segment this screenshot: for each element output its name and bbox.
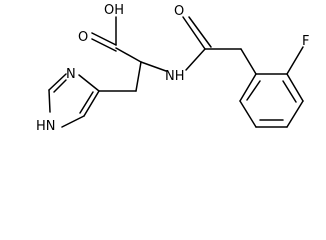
bond-ph-c2-c3-inner [282, 80, 297, 103]
bond-amide-c-o-a [182, 16, 206, 50]
structure-diagram: OH O O NH N HN F [36, 3, 309, 134]
bond-acid-c-alpha [115, 47, 142, 63]
label-ring-nh: HN [36, 119, 56, 134]
bond-imid-c2-n1 [48, 89, 51, 113]
bonds [48, 16, 304, 128]
atom-labels: OH O O NH N HN F [36, 3, 309, 134]
label-fluorine: F [302, 34, 309, 49]
bond-imid-n3-c2-double [53, 79, 67, 93]
bond-alpha-nh [140, 61, 167, 72]
bond-ph-c6-c1-inner [246, 80, 261, 101]
bond-ph-f [286, 46, 304, 75]
label-amide-nh: NH [165, 69, 185, 84]
bond-imid-n1-c5 [61, 115, 85, 128]
label-amide-o: O [174, 4, 184, 19]
label-acid-carbonyl-o: O [78, 30, 88, 45]
bond-imid-c4-c5 [83, 90, 100, 117]
bond-ch2-phenyl [240, 48, 257, 75]
bond-ph-c5-c6 [239, 100, 257, 128]
bond-alpha-ch2 [135, 61, 142, 92]
bond-nh-carbonyl [185, 48, 206, 71]
bond-ph-c3-c4 [286, 100, 304, 128]
label-ring-n: N [66, 67, 76, 82]
bond-acid-c-o-double-b [91, 38, 117, 52]
bond-amide-c-o-b [188, 16, 212, 48]
bond-ph-c6-c1 [239, 73, 257, 102]
bond-imid-c4-n3 [78, 74, 100, 92]
bond-ph-c2-c3 [286, 73, 304, 102]
label-hydroxyl: OH [104, 3, 124, 18]
bond-acid-c-o-double-a [91, 32, 117, 46]
bond-imid-c4-c5-double [79, 91, 94, 114]
bond-imid-n3-c2 [48, 73, 67, 91]
